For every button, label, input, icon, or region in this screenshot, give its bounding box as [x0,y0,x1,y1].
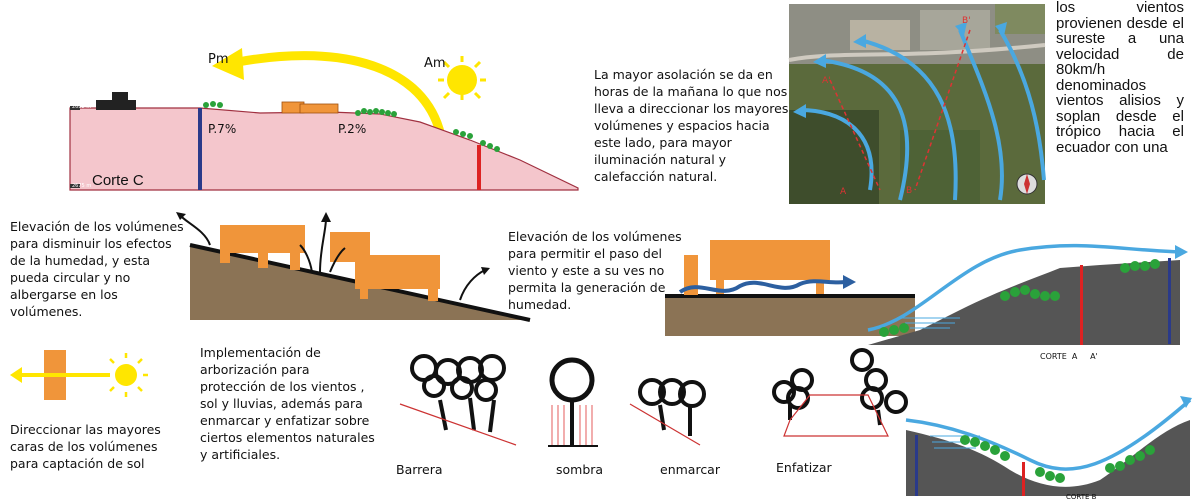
cut-line-red [477,145,481,190]
height-bottom-label: 2675 m [72,183,92,189]
trees-text: Implementación de arborización para prot… [200,345,375,462]
humidity-text: Elevación de los volúmenes para disminui… [10,219,184,319]
tree-emphasize-icon [772,348,908,426]
section-c-title: Corte C [92,172,144,189]
building-volumes-orange [281,101,339,114]
map-label-b: B [906,186,913,196]
aerial-map [788,4,1046,204]
building-volumes-black [96,92,136,110]
solar-text: La mayor asolación se da en horas de la … [594,67,789,184]
slope1-label: P.7% [208,122,237,136]
height-top-label: 2685 m [72,104,92,110]
sun-icon [438,56,486,100]
cut-line-blue [198,108,202,190]
map-label-a2: A' [822,76,831,86]
wind-pass-text: Elevación de los volúmenes para permitir… [508,229,682,312]
tree-shade-icon [548,357,598,447]
section-a-diagram [867,243,1188,345]
tree-label-sombra: sombra [556,462,604,477]
tree-frame-icon [638,378,706,436]
tree-label-barrera: Barrera [396,462,443,477]
pm-label: Pm [208,52,229,67]
section-a-label: CORTE A A' [1040,352,1098,361]
tree-label-enmarcar: enmarcar [660,462,720,477]
am-label: Am [424,56,446,71]
map-label-a: A [840,187,847,197]
slope2-label: P.2% [338,122,367,136]
humidity-diagram [176,212,531,322]
tree-label-enfatizar: Enfatizar [776,460,832,475]
section-b-diagram [905,396,1192,496]
map-label-b2: B' [962,16,971,26]
tree-barrier-icon [410,354,506,433]
wind-text: los vientos provienen desde el sureste a… [1056,0,1184,156]
sun-orientation-diagram [10,350,148,400]
terrain-profile [69,107,579,191]
sun-path-arrow [237,51,445,134]
trees-section-c [203,101,500,152]
sun-orientation-text: Direccionar las mayores caras de los vol… [10,422,161,471]
wind-pass-diagram [665,240,915,336]
section-b-label: CORTE B [1066,493,1097,501]
